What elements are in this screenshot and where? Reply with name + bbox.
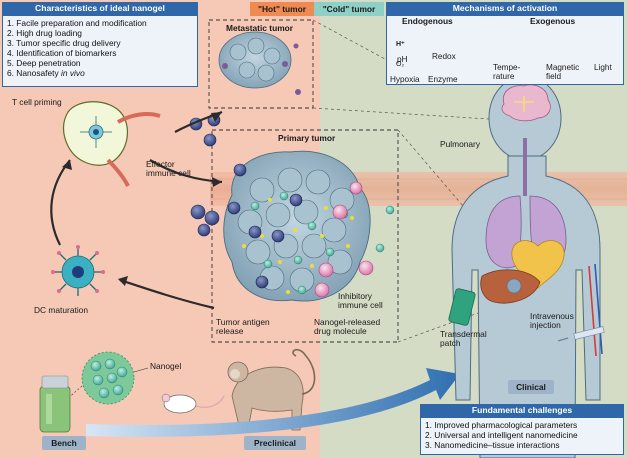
transdermal-patch-label: Transdermal patch [440, 329, 487, 349]
cold-tumor-label: "Cold" tumor [314, 2, 384, 16]
challenge-item: 2. Universal and intelligent nanomedicin… [425, 430, 578, 440]
characteristics-list: 1. Facile preparation and modification 2… [7, 18, 193, 78]
mechanisms-title: Mechanisms of activation [386, 2, 624, 15]
challenges-list: 1. Improved pharmacological parameters 2… [425, 420, 619, 450]
exogenous-label: Exogenous [530, 16, 576, 26]
characteristics-title: Characteristics of ideal nanogel [2, 2, 198, 15]
mechanisms-box [386, 15, 624, 85]
redox-label: Redox [432, 52, 456, 61]
ph-symbol: H⁺ [396, 41, 405, 48]
in-vivo-emphasis: in vivo [61, 68, 85, 78]
nanogel-released-drug-label: Nanogel-released drug molecule [314, 317, 381, 337]
enzyme-label: Enzyme [428, 75, 458, 84]
o2-symbol: O₂ [396, 61, 405, 68]
characteristic-item: 3. Tumor specific drug delivery [7, 38, 121, 48]
endogenous-label: Endogenous [402, 16, 453, 26]
pulmonary-label: Pulmonary [440, 139, 481, 149]
monkey-icon [227, 348, 316, 431]
tumor-antigen-release-label: Tumor antigen release [216, 317, 270, 337]
inhibitory-immune-cell-label: Inhibitory immune cell [338, 291, 383, 311]
characteristic-item: 5. Deep penetration [7, 58, 81, 68]
nanogel-zoom [65, 351, 149, 405]
challenge-item: 3. Nanomedicine–tissue interactions [425, 440, 560, 450]
effector-immune-cell-label: Effector immune cell [146, 159, 191, 179]
metastatic-tumor-label: Metastatic tumor [226, 23, 294, 33]
challenges-title: Fundamental challenges [420, 404, 624, 417]
characteristics-box: 1. Facile preparation and modification 2… [2, 15, 198, 87]
dendritic-cell [51, 245, 105, 296]
syringe-icon [557, 326, 605, 342]
light-label: Light [594, 63, 612, 72]
hypoxia-label: Hypoxia [390, 75, 420, 84]
dc-maturation-label: DC maturation [34, 305, 88, 315]
intravenous-injection-label: Intravenous injection [530, 311, 574, 331]
characteristic-item: 6. Nanosafety in vivo [7, 68, 85, 78]
stage-bench: Bench [42, 436, 86, 450]
vial-icon [39, 375, 71, 433]
hot-tumor-label: "Hot" tumor [250, 2, 314, 16]
metastatic-tumor-cluster [218, 31, 301, 95]
primary-tumor-box [211, 129, 399, 343]
stage-preclinical: Preclinical [244, 436, 306, 450]
mouse-icon [161, 393, 225, 414]
magnetic-field-label: Magnetic field [546, 63, 580, 82]
challenges-box: 1. Improved pharmacological parameters 2… [420, 417, 624, 455]
ph-label: pH [397, 55, 408, 64]
t-cell-priming-label: T cell priming [12, 97, 62, 107]
temperature-label: Tempe- rature [493, 63, 521, 82]
characteristic-item: 2. High drug loading [7, 28, 82, 38]
characteristic-item: 4. Identification of biomarkers [7, 48, 117, 58]
patch-icon [448, 288, 476, 326]
primary-tumor-label: Primary tumor [278, 133, 336, 143]
progression-arrow [86, 368, 460, 437]
nanogel-label: Nanogel [150, 361, 182, 371]
primary-tumor-mass [223, 150, 395, 302]
lymph-node [62, 101, 161, 187]
characteristic-item: 1. Facile preparation and modification [7, 18, 147, 28]
challenge-item: 1. Improved pharmacological parameters [425, 420, 578, 430]
metastatic-tumor-box [208, 19, 314, 109]
stage-clinical: Clinical [508, 380, 554, 394]
